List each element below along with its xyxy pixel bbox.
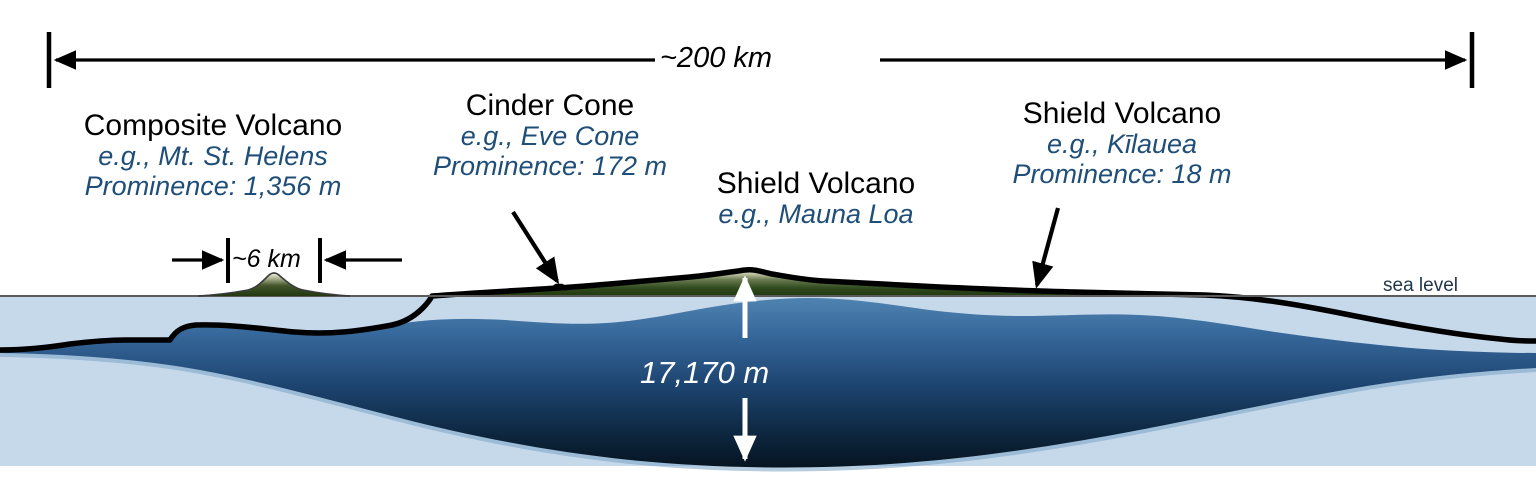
label-mauna-loa: Shield Volcano e.g., Mauna Loa [672,167,960,230]
label-composite-volcano-example: e.g., Mt. St. Helens [98,141,328,172]
pointer-arrow-cinder-cone [511,210,560,285]
label-cinder-cone-example: e.g., Eve Cone [460,121,640,152]
label-kilauea: Shield Volcano e.g., Kīlauea Prominence:… [962,97,1282,189]
label-cinder-cone-prominence: Prominence: 172 m [432,150,668,181]
volcano-edifice-body [0,298,1536,472]
composite-volcano-to-scale [197,272,351,297]
label-composite-volcano-title: Composite Volcano [83,109,343,142]
label-composite-volcano: Composite Volcano e.g., Mt. St. Helens P… [43,109,383,201]
label-kilauea-prominence: Prominence: 18 m [1012,158,1232,189]
scale-label-6km: ~6 km [232,245,301,273]
volcano-profile-outline [0,267,1536,353]
label-kilauea-example: e.g., Kīlauea [1046,129,1198,160]
pointer-arrow-kilauea [1032,207,1061,289]
scale-bar-200km [46,32,1475,88]
label-mauna-loa-example: e.g., Mauna Loa [718,199,914,230]
scale-bar-6km [172,238,402,283]
depth-label-17170m: 17,170 m [640,355,770,390]
label-cinder-cone: Cinder Cone e.g., Eve Cone Prominence: 1… [405,89,695,181]
label-kilauea-title: Shield Volcano [1022,97,1222,130]
label-mauna-loa-title: Shield Volcano [716,167,916,200]
label-composite-volcano-prominence: Prominence: 1,356 m [84,170,342,201]
label-cinder-cone-title: Cinder Cone [465,89,635,122]
sea-level-label: sea level [1383,275,1458,296]
scale-label-200km: ~200 km [660,42,773,74]
